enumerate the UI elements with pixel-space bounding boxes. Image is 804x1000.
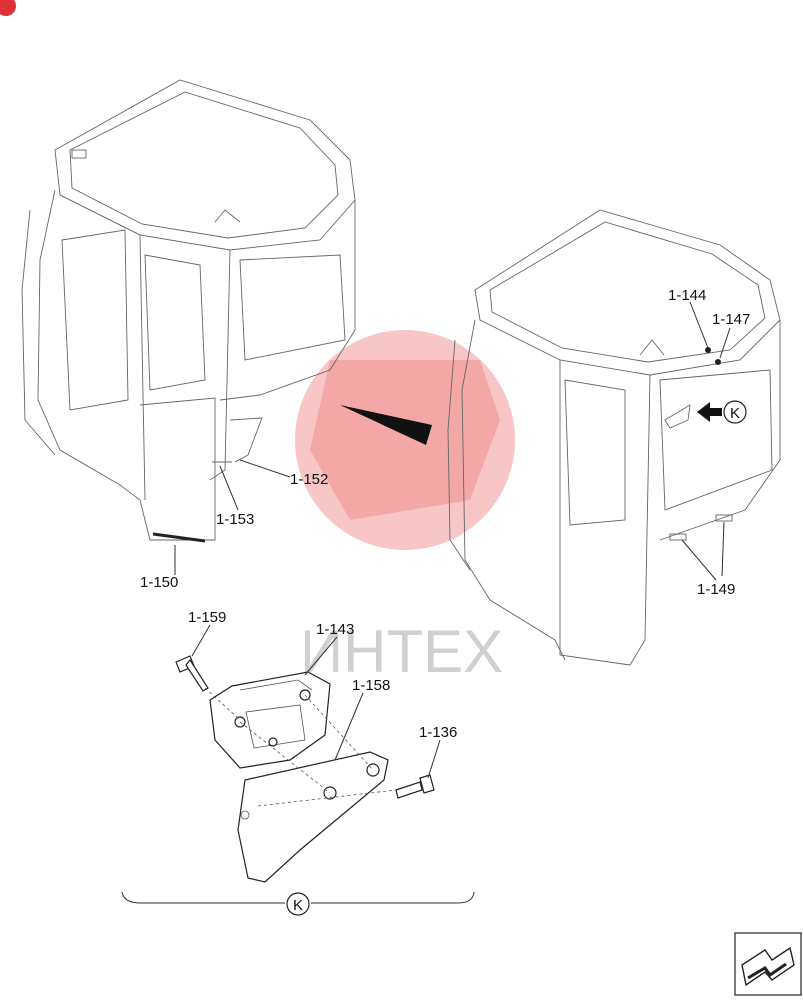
- detail-k-parts: [175, 655, 435, 883]
- callout-1-152: 1-152: [290, 471, 328, 488]
- cab-left-view: [21, 79, 356, 541]
- callout-1-136: 1-136: [419, 724, 457, 741]
- callout-1-153: 1-153: [216, 511, 254, 528]
- callout-1-144: 1-144: [668, 287, 706, 304]
- leader-lines: [174, 301, 731, 779]
- detail-group-bracket: [121, 891, 475, 904]
- detail-marker-circle: [723, 400, 747, 424]
- view-arrow: [340, 405, 432, 445]
- seal-strip: [152, 532, 206, 543]
- detail-pointer-arrow: [697, 402, 722, 422]
- cab-right-view: [447, 209, 781, 666]
- watermark-logo: ИНТЕХ: [295, 330, 515, 685]
- callout-1-147: 1-147: [712, 311, 750, 328]
- detail-marker-label: K: [730, 405, 740, 422]
- callout-1-150: 1-150: [140, 574, 178, 591]
- red-badge-icon: [0, 0, 16, 16]
- next-page-arrow-icon[interactable]: [734, 932, 802, 996]
- callout-1-149: 1-149: [697, 581, 735, 598]
- callout-1-143: 1-143: [316, 621, 354, 638]
- detail-group-label: K: [293, 897, 303, 914]
- callout-1-159: 1-159: [188, 609, 226, 626]
- detail-group-circle: [286, 892, 310, 916]
- callout-1-158: 1-158: [352, 677, 390, 694]
- watermark-text: ИНТЕХ: [300, 618, 503, 685]
